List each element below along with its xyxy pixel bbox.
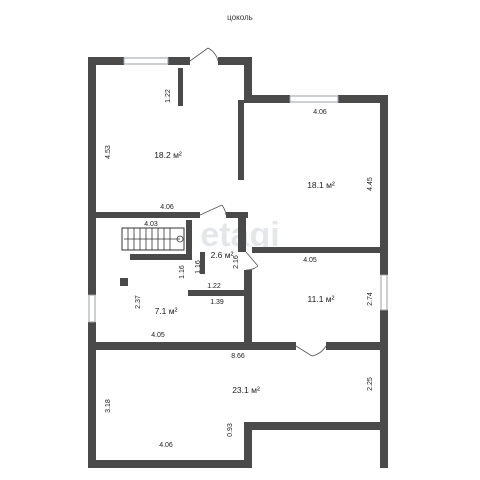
wall-int-horizontal-c — [252, 247, 388, 253]
wall-int-stair-right — [186, 220, 192, 260]
dim-label: 1.22 — [165, 89, 172, 103]
dim-label: 1.16 — [195, 260, 202, 274]
dim-label: 1.16 — [179, 265, 186, 279]
doors — [189, 47, 327, 357]
wall-right — [380, 95, 388, 275]
dim-label: 1.39 — [210, 299, 224, 306]
dim-label: 1.22 — [207, 283, 221, 290]
room-area-top-right: 18.1 м² — [307, 180, 335, 190]
dim-label: 4.06 — [159, 442, 173, 449]
wall-top-right-a — [244, 95, 290, 103]
window-top-left — [123, 57, 169, 65]
dim-label: 3.18 — [105, 399, 112, 413]
windows — [88, 57, 388, 323]
room-area-hall: 2.6 м² — [211, 250, 234, 260]
dim-label: 2.37 — [135, 295, 142, 309]
stairs — [121, 227, 185, 251]
dim-label: 4.53 — [105, 145, 112, 159]
wall-int-top-stub — [178, 68, 183, 106]
wall-top-mid — [218, 57, 252, 65]
wall-int-horizontal-long-right — [326, 342, 388, 350]
wall-int-horizontal-a — [96, 212, 200, 218]
dim-label: 2.74 — [367, 292, 374, 306]
wall-top-left-b — [168, 57, 190, 65]
wall-int-vertical-mid — [238, 212, 246, 252]
wall-int-small-stub — [200, 252, 205, 274]
wall-bottom-right — [244, 422, 388, 430]
dim-label: 8.66 — [231, 353, 245, 360]
wall-right-lower — [380, 310, 388, 468]
walls — [88, 57, 388, 468]
room-area-top-left: 18.2 м² — [154, 150, 182, 160]
floor-title: цоколь — [227, 13, 253, 22]
wall-int-horizontal-long — [96, 342, 296, 350]
dim-label: 4.06 — [313, 109, 327, 116]
dim-label: 4.06 — [160, 204, 174, 211]
room-area-middle-right: 11.1 м² — [308, 294, 335, 304]
room-areas: 18.2 м² 18.1 м² 2.6 м² 11.1 м² 7.1 м² 23… — [154, 150, 335, 395]
wall-int-horizontal-mid — [188, 290, 244, 296]
wall-mid-right-vertical — [244, 57, 252, 103]
dim-label: 4.03 — [144, 221, 158, 228]
room-area-bottom: 23.1 м² — [232, 385, 260, 395]
wall-left-top — [88, 57, 96, 295]
dim-label: 2.25 — [367, 377, 374, 391]
wall-int-horizontal-b — [226, 212, 248, 218]
wall-int-vertical-right-mid — [244, 270, 252, 346]
dimensions: 1.22 4.53 4.06 4.06 4.45 4.03 2.16 1.16 … — [105, 89, 374, 449]
dim-label: 4.45 — [367, 177, 374, 191]
bottom-door — [295, 345, 327, 357]
window-right — [380, 274, 388, 311]
entrance-door — [189, 47, 219, 62]
window-left — [88, 294, 96, 323]
dim-label: 4.05 — [151, 332, 165, 339]
window-top-right — [289, 95, 339, 103]
wall-top-right-b — [338, 95, 388, 103]
wall-left-bottom — [88, 322, 96, 468]
room-area-stair: 7.1 м² — [155, 306, 178, 316]
wall-top-left — [88, 57, 124, 65]
wall-int-vertical-upper — [238, 100, 244, 180]
dim-label: 0.93 — [227, 423, 234, 437]
wall-bottom-left — [88, 460, 252, 468]
room-right-door — [245, 251, 259, 271]
wall-int-stair-bottom — [130, 254, 192, 260]
dim-label: 2.16 — [233, 255, 240, 269]
hall-door — [199, 204, 227, 216]
wall-bottom-step — [244, 422, 252, 468]
column — [120, 278, 128, 286]
dim-label: 4.05 — [303, 257, 317, 264]
